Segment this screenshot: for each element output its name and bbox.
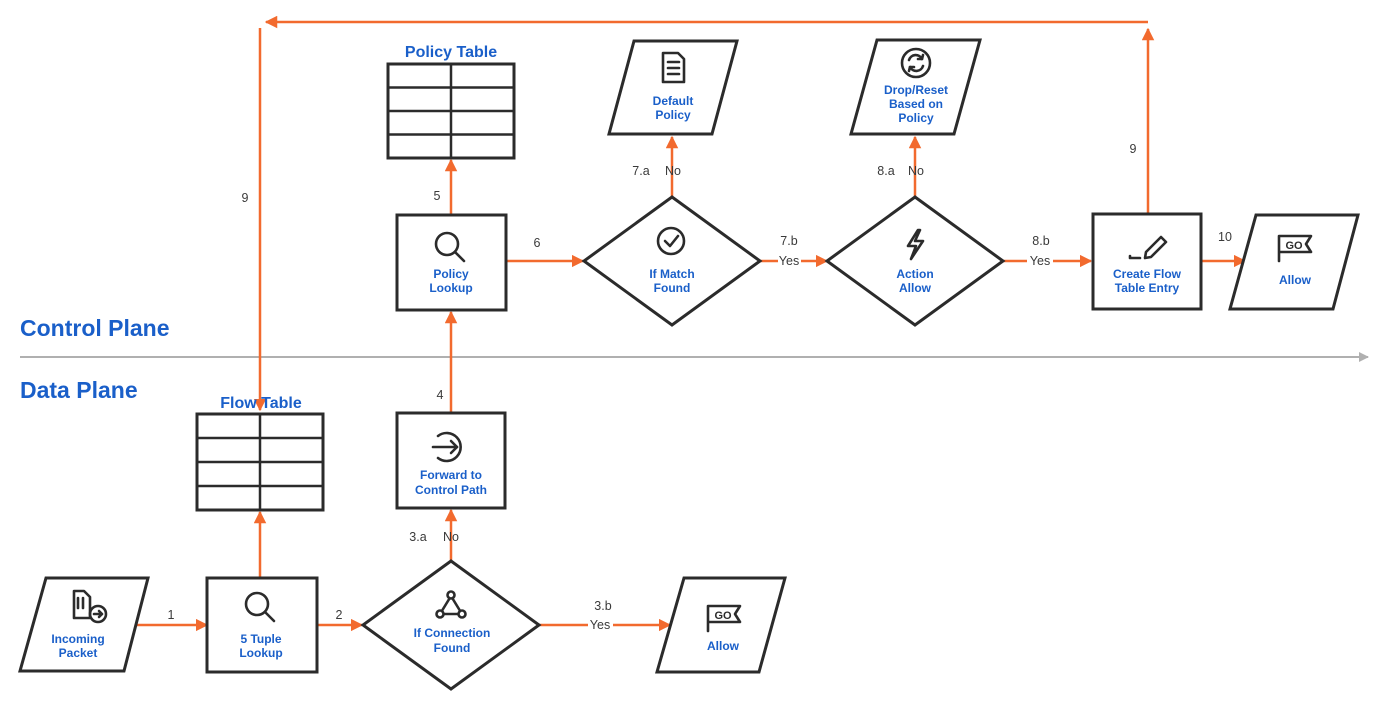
tuple-lookup-node: 5 Tuple Lookup [205,576,319,674]
edge-label-7a-step: 7.a [632,164,649,178]
packet-file-icon [72,589,108,624]
if-connection-found-label-2: Found [434,641,471,655]
edge-label-8a-cond: No [908,164,924,178]
drop-reset-node: Drop/Reset Based on Policy [849,38,982,136]
edge-label-5: 5 [434,189,441,203]
edge-labels: 1 2 3.a No 3.b Yes 4 5 6 7.a No 7.b Yes … [168,142,1232,632]
forward-control-node: Forward to Control Path [395,411,507,510]
edge-label-3a-cond: No [443,530,459,544]
edge-label-10: 10 [1218,230,1232,244]
edge-label-9-left: 9 [242,191,249,205]
default-policy-node: Default Policy [607,39,739,136]
if-match-found-label-2: Found [654,281,691,295]
edge-label-8b-step: 8.b [1032,234,1049,248]
if-connection-found-label-1: If Connection [414,626,491,640]
incoming-packet-label-1: Incoming [51,632,104,646]
edge-label-6: 6 [534,236,541,250]
drop-reset-label-3: Policy [898,111,934,125]
magnifier-icon [244,591,276,623]
control-plane-title: Control Plane [20,315,170,341]
policy-lookup-label-1: Policy [433,267,469,281]
create-flow-entry-node: Create Flow Table Entry [1091,212,1203,311]
flow-table: Flow Table [195,395,325,512]
policy-table-title: Policy Table [405,44,497,61]
policy-lookup-node: Policy Lookup [395,213,508,312]
tuple-lookup-label-1: 5 Tuple [240,632,281,646]
create-flow-entry-label-2: Table Entry [1115,281,1180,295]
if-match-found-node: If Match Found [581,195,763,327]
forward-control-label-1: Forward to [420,468,482,482]
pencil-icon [1128,235,1168,260]
edges [135,15,1247,625]
data-plane-title: Data Plane [20,377,138,403]
edge-label-3a-step: 3.a [409,530,426,544]
action-allow-node: Action Allow [824,195,1006,327]
allow-data-label: Allow [707,639,740,653]
edge-label-4: 4 [437,388,444,402]
drop-reset-label-2: Based on [889,97,943,111]
if-connection-found-node: If Connection Found [360,559,542,691]
go-flag-icon: GO [706,604,742,633]
magnifier-icon [434,231,466,263]
document-icon [661,51,686,84]
edge-label-7b-cond: Yes [779,254,799,268]
incoming-packet-node: Incoming Packet [18,576,150,673]
edge-label-8a-step: 8.a [877,164,894,178]
enter-arrow-icon [431,431,462,463]
edge-label-7b-step: 7.b [780,234,797,248]
action-allow-label-2: Allow [899,281,932,295]
edge-label-8b-cond: Yes [1030,254,1050,268]
lightning-icon [906,228,925,261]
forward-control-label-2: Control Path [415,483,487,497]
tuple-lookup-label-2: Lookup [239,646,282,660]
edge-label-2: 2 [336,608,343,622]
refresh-icon [900,47,932,79]
check-circle-icon [656,226,686,256]
allow-data-node: GO Allow [655,576,787,674]
action-allow-label-1: Action [896,267,933,281]
allow-control-node: GO Allow [1228,213,1360,311]
go-flag-text: GO [714,610,732,622]
edge-label-3b-cond: Yes [590,618,610,632]
flow-table-title: Flow Table [220,395,302,412]
drop-reset-label-1: Drop/Reset [884,83,948,97]
if-match-found-label-1: If Match [649,267,694,281]
policy-table: Policy Table [386,44,516,160]
allow-control-label: Allow [1279,273,1312,287]
default-policy-label-1: Default [653,94,694,108]
incoming-packet-label-2: Packet [59,646,98,660]
edge-label-3b-step: 3.b [594,599,611,613]
go-flag-icon: GO [1277,234,1313,263]
network-triangle-icon [435,590,467,619]
policy-lookup-label-2: Lookup [429,281,472,295]
default-policy-label-2: Policy [655,108,691,122]
go-flag-text: GO [1285,240,1303,252]
create-flow-entry-label-1: Create Flow [1113,267,1182,281]
edge-label-9-right: 9 [1130,142,1137,156]
edge-label-7a-cond: No [665,164,681,178]
edge-label-1: 1 [168,608,175,622]
